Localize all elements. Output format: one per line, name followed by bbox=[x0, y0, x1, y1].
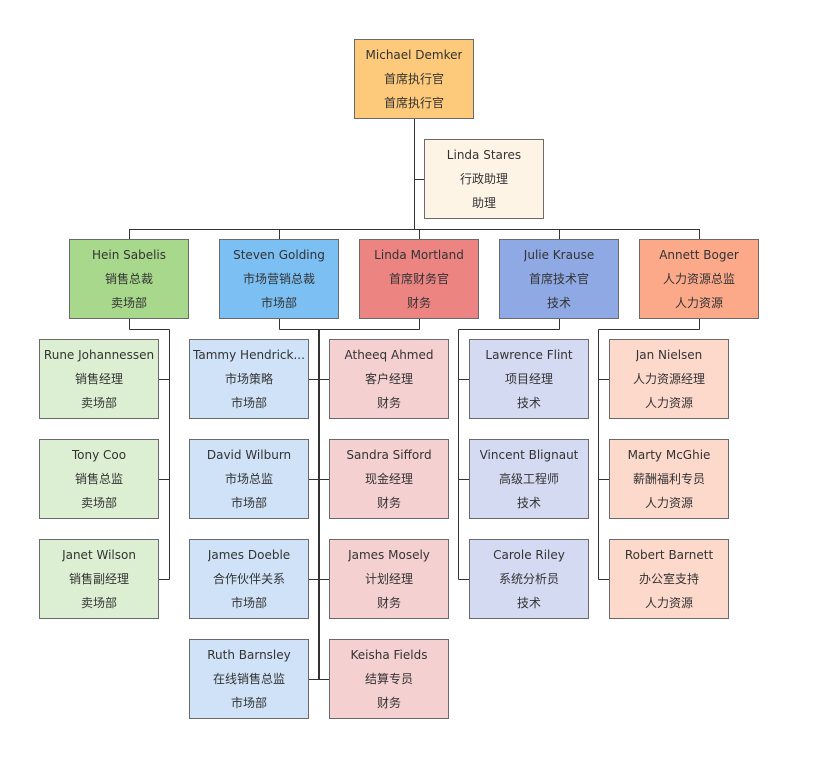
staff-hr-1-title: 人力资源经理 bbox=[632, 372, 705, 386]
staff-tech-3-title: 系统分析员 bbox=[498, 572, 559, 586]
dept-head-tech-title: 首席技术官 bbox=[528, 272, 589, 286]
staff-sales-3-name: Janet Wilson bbox=[62, 548, 136, 562]
dept-head-tech[interactable]: Julie Krause 首席技术官技术 bbox=[499, 239, 619, 319]
staff-finance-3-name: James Mosely bbox=[348, 548, 430, 562]
dept-head-marketing[interactable]: Steven Golding 市场营销总裁市场部 bbox=[219, 239, 339, 319]
staff-marketing-4[interactable]: Ruth Barnsley 在线销售总监市场部 bbox=[189, 639, 309, 719]
staff-sales-1-dept: 卖场部 bbox=[80, 396, 117, 410]
staff-marketing-1[interactable]: Tammy Hendrick... 市场策略市场部 bbox=[189, 339, 309, 419]
ceo-node[interactable]: Michael Demker 首席执行官 首席执行官 bbox=[354, 39, 474, 119]
staff-hr-1[interactable]: Jan Nielsen 人力资源经理人力资源 bbox=[609, 339, 729, 419]
staff-sales-2-dept: 卖场部 bbox=[80, 496, 117, 510]
staff-hr-3[interactable]: Robert Barnett 办公室支持人力资源 bbox=[609, 539, 729, 619]
staff-sales-3[interactable]: Janet Wilson 销售副经理卖场部 bbox=[39, 539, 159, 619]
staff-marketing-4-name: Ruth Barnsley bbox=[207, 648, 291, 662]
staff-tech-1-name: Lawrence Flint bbox=[485, 348, 573, 362]
staff-marketing-1-title: 市场策略 bbox=[224, 372, 273, 386]
dept-head-marketing-dept: 市场部 bbox=[260, 296, 297, 310]
staff-tech-2-dept: 技术 bbox=[516, 496, 541, 510]
staff-sales-1-title: 销售经理 bbox=[74, 372, 123, 386]
staff-hr-2-name: Marty McGhie bbox=[627, 448, 711, 462]
assistant-dept: 助理 bbox=[471, 196, 496, 210]
staff-finance-4-title: 结算专员 bbox=[364, 672, 413, 686]
staff-sales-2[interactable]: Tony Coo 销售总监卖场部 bbox=[39, 439, 159, 519]
staff-hr-3-title: 办公室支持 bbox=[638, 572, 699, 586]
staff-finance-2[interactable]: Sandra Sifford 现金经理财务 bbox=[329, 439, 449, 519]
staff-finance-1[interactable]: Atheeq Ahmed 客户经理财务 bbox=[329, 339, 449, 419]
staff-hr-2-dept: 人力资源 bbox=[644, 496, 693, 510]
staff-finance-1-title: 客户经理 bbox=[364, 372, 413, 386]
ceo-name: Michael Demker bbox=[365, 48, 463, 62]
staff-finance-1-dept: 财务 bbox=[376, 396, 401, 410]
assistant-title: 行政助理 bbox=[459, 172, 508, 186]
staff-tech-1-dept: 技术 bbox=[516, 396, 541, 410]
staff-marketing-3-dept: 市场部 bbox=[230, 596, 267, 610]
ceo-title: 首席执行官 bbox=[383, 72, 444, 86]
dept-head-hr-dept: 人力资源 bbox=[674, 296, 723, 310]
staff-hr-2[interactable]: Marty McGhie 薪酬福利专员人力资源 bbox=[609, 439, 729, 519]
staff-tech-3-dept: 技术 bbox=[516, 596, 541, 610]
staff-hr-1-name: Jan Nielsen bbox=[635, 348, 703, 362]
staff-tech-1-title: 项目经理 bbox=[504, 372, 553, 386]
staff-marketing-4-title: 在线销售总监 bbox=[212, 672, 285, 686]
assistant-name: Linda Stares bbox=[446, 148, 522, 162]
staff-finance-2-dept: 财务 bbox=[376, 496, 401, 510]
staff-marketing-4-dept: 市场部 bbox=[230, 696, 267, 710]
staff-marketing-2-dept: 市场部 bbox=[230, 496, 267, 510]
staff-marketing-1-name: Tammy Hendrick... bbox=[193, 348, 305, 362]
staff-tech-3-name: Carole Riley bbox=[493, 548, 565, 562]
dept-head-sales-dept: 卖场部 bbox=[110, 296, 147, 310]
staff-sales-2-title: 销售总监 bbox=[74, 472, 123, 486]
staff-finance-3[interactable]: James Mosely 计划经理财务 bbox=[329, 539, 449, 619]
staff-finance-4-name: Keisha Fields bbox=[350, 648, 428, 662]
staff-finance-1-name: Atheeq Ahmed bbox=[344, 348, 434, 362]
dept-head-sales-title: 销售总裁 bbox=[104, 272, 153, 286]
staff-marketing-2-title: 市场总监 bbox=[224, 472, 273, 486]
staff-finance-3-title: 计划经理 bbox=[364, 572, 413, 586]
dept-head-tech-name: Julie Krause bbox=[523, 248, 595, 262]
staff-finance-4[interactable]: Keisha Fields 结算专员财务 bbox=[329, 639, 449, 719]
dept-head-sales-name: Hein Sabelis bbox=[91, 248, 167, 262]
staff-hr-3-dept: 人力资源 bbox=[644, 596, 693, 610]
dept-head-marketing-title: 市场营销总裁 bbox=[242, 272, 315, 286]
assistant-node[interactable]: Linda Stares 行政助理 助理 bbox=[424, 139, 544, 219]
dept-head-finance[interactable]: Linda Mortland 首席财务官财务 bbox=[359, 239, 479, 319]
staff-marketing-3-name: James Doeble bbox=[207, 548, 291, 562]
staff-hr-3-name: Robert Barnett bbox=[624, 548, 714, 562]
staff-marketing-2[interactable]: David Wilburn 市场总监市场部 bbox=[189, 439, 309, 519]
staff-marketing-3-title: 合作伙伴关系 bbox=[212, 572, 285, 586]
staff-tech-2-title: 高级工程师 bbox=[498, 472, 559, 486]
dept-head-sales[interactable]: Hein Sabelis 销售总裁卖场部 bbox=[69, 239, 189, 319]
staff-marketing-2-name: David Wilburn bbox=[206, 448, 292, 462]
staff-marketing-1-dept: 市场部 bbox=[230, 396, 267, 410]
staff-finance-4-dept: 财务 bbox=[376, 696, 401, 710]
dept-head-tech-dept: 技术 bbox=[546, 296, 571, 310]
staff-sales-1[interactable]: Rune Johannessen 销售经理卖场部 bbox=[39, 339, 159, 419]
dept-head-finance-title: 首席财务官 bbox=[388, 272, 449, 286]
staff-sales-2-name: Tony Coo bbox=[71, 448, 127, 462]
dept-head-hr-title: 人力资源总监 bbox=[662, 272, 735, 286]
staff-tech-1[interactable]: Lawrence Flint 项目经理技术 bbox=[469, 339, 589, 419]
staff-tech-2-name: Vincent Blignaut bbox=[479, 448, 579, 462]
staff-sales-3-dept: 卖场部 bbox=[80, 596, 117, 610]
dept-head-finance-dept: 财务 bbox=[406, 296, 431, 310]
staff-marketing-3[interactable]: James Doeble 合作伙伴关系市场部 bbox=[189, 539, 309, 619]
staff-hr-1-dept: 人力资源 bbox=[644, 396, 693, 410]
staff-sales-1-name: Rune Johannessen bbox=[43, 348, 155, 362]
staff-finance-2-title: 现金经理 bbox=[364, 472, 413, 486]
dept-head-hr-name: Annett Boger bbox=[659, 248, 739, 262]
dept-head-finance-name: Linda Mortland bbox=[374, 248, 464, 262]
staff-tech-3[interactable]: Carole Riley 系统分析员技术 bbox=[469, 539, 589, 619]
staff-finance-3-dept: 财务 bbox=[376, 596, 401, 610]
staff-tech-2[interactable]: Vincent Blignaut 高级工程师技术 bbox=[469, 439, 589, 519]
dept-head-marketing-name: Steven Golding bbox=[233, 248, 325, 262]
staff-sales-3-title: 销售副经理 bbox=[68, 572, 129, 586]
staff-hr-2-title: 薪酬福利专员 bbox=[632, 472, 705, 486]
dept-head-hr[interactable]: Annett Boger 人力资源总监人力资源 bbox=[639, 239, 759, 319]
ceo-dept: 首席执行官 bbox=[383, 96, 444, 110]
staff-finance-2-name: Sandra Sifford bbox=[346, 448, 432, 462]
